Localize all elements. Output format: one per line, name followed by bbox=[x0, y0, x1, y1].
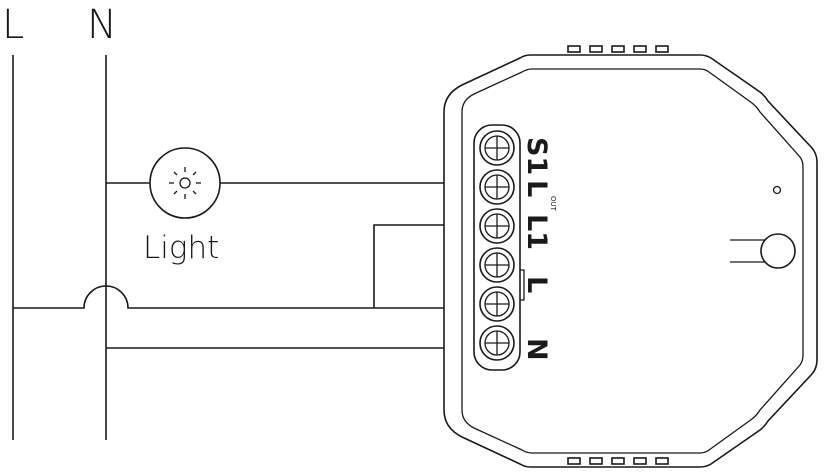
terminal-label-lout: L bbox=[521, 180, 552, 197]
light-bulb-icon bbox=[149, 147, 221, 219]
screw-icon bbox=[479, 247, 515, 283]
status-led-icon bbox=[772, 185, 782, 195]
relay-module: S1 L OUT L1 L N bbox=[443, 45, 818, 468]
terminal-label-l: L bbox=[521, 276, 552, 293]
screw-icon bbox=[479, 130, 515, 166]
screw-icon bbox=[479, 169, 515, 205]
terminal-label-s1: S1 bbox=[521, 137, 552, 175]
l-terminal-bridge bbox=[520, 269, 525, 301]
screw-icon bbox=[479, 208, 515, 244]
terminal-screws bbox=[479, 130, 515, 361]
terminal-label-lout-sup: OUT bbox=[549, 196, 557, 212]
reset-button-icon bbox=[730, 233, 796, 269]
screw-icon bbox=[479, 325, 515, 361]
neutral-bus-label: N bbox=[87, 2, 117, 48]
terminal-label-n: N bbox=[521, 338, 552, 361]
module-housing bbox=[443, 54, 818, 468]
module-inner-rim bbox=[461, 68, 804, 454]
line-supply-wire bbox=[13, 285, 445, 309]
line-bus-label: L bbox=[2, 2, 24, 48]
top-vent-slots bbox=[567, 45, 669, 53]
terminal-label-l1: L1 bbox=[521, 214, 552, 250]
bottom-vent-slots bbox=[567, 457, 669, 465]
screw-icon bbox=[479, 286, 515, 322]
light-label: Light bbox=[143, 230, 219, 266]
l1-bridge-wire bbox=[373, 224, 445, 308]
